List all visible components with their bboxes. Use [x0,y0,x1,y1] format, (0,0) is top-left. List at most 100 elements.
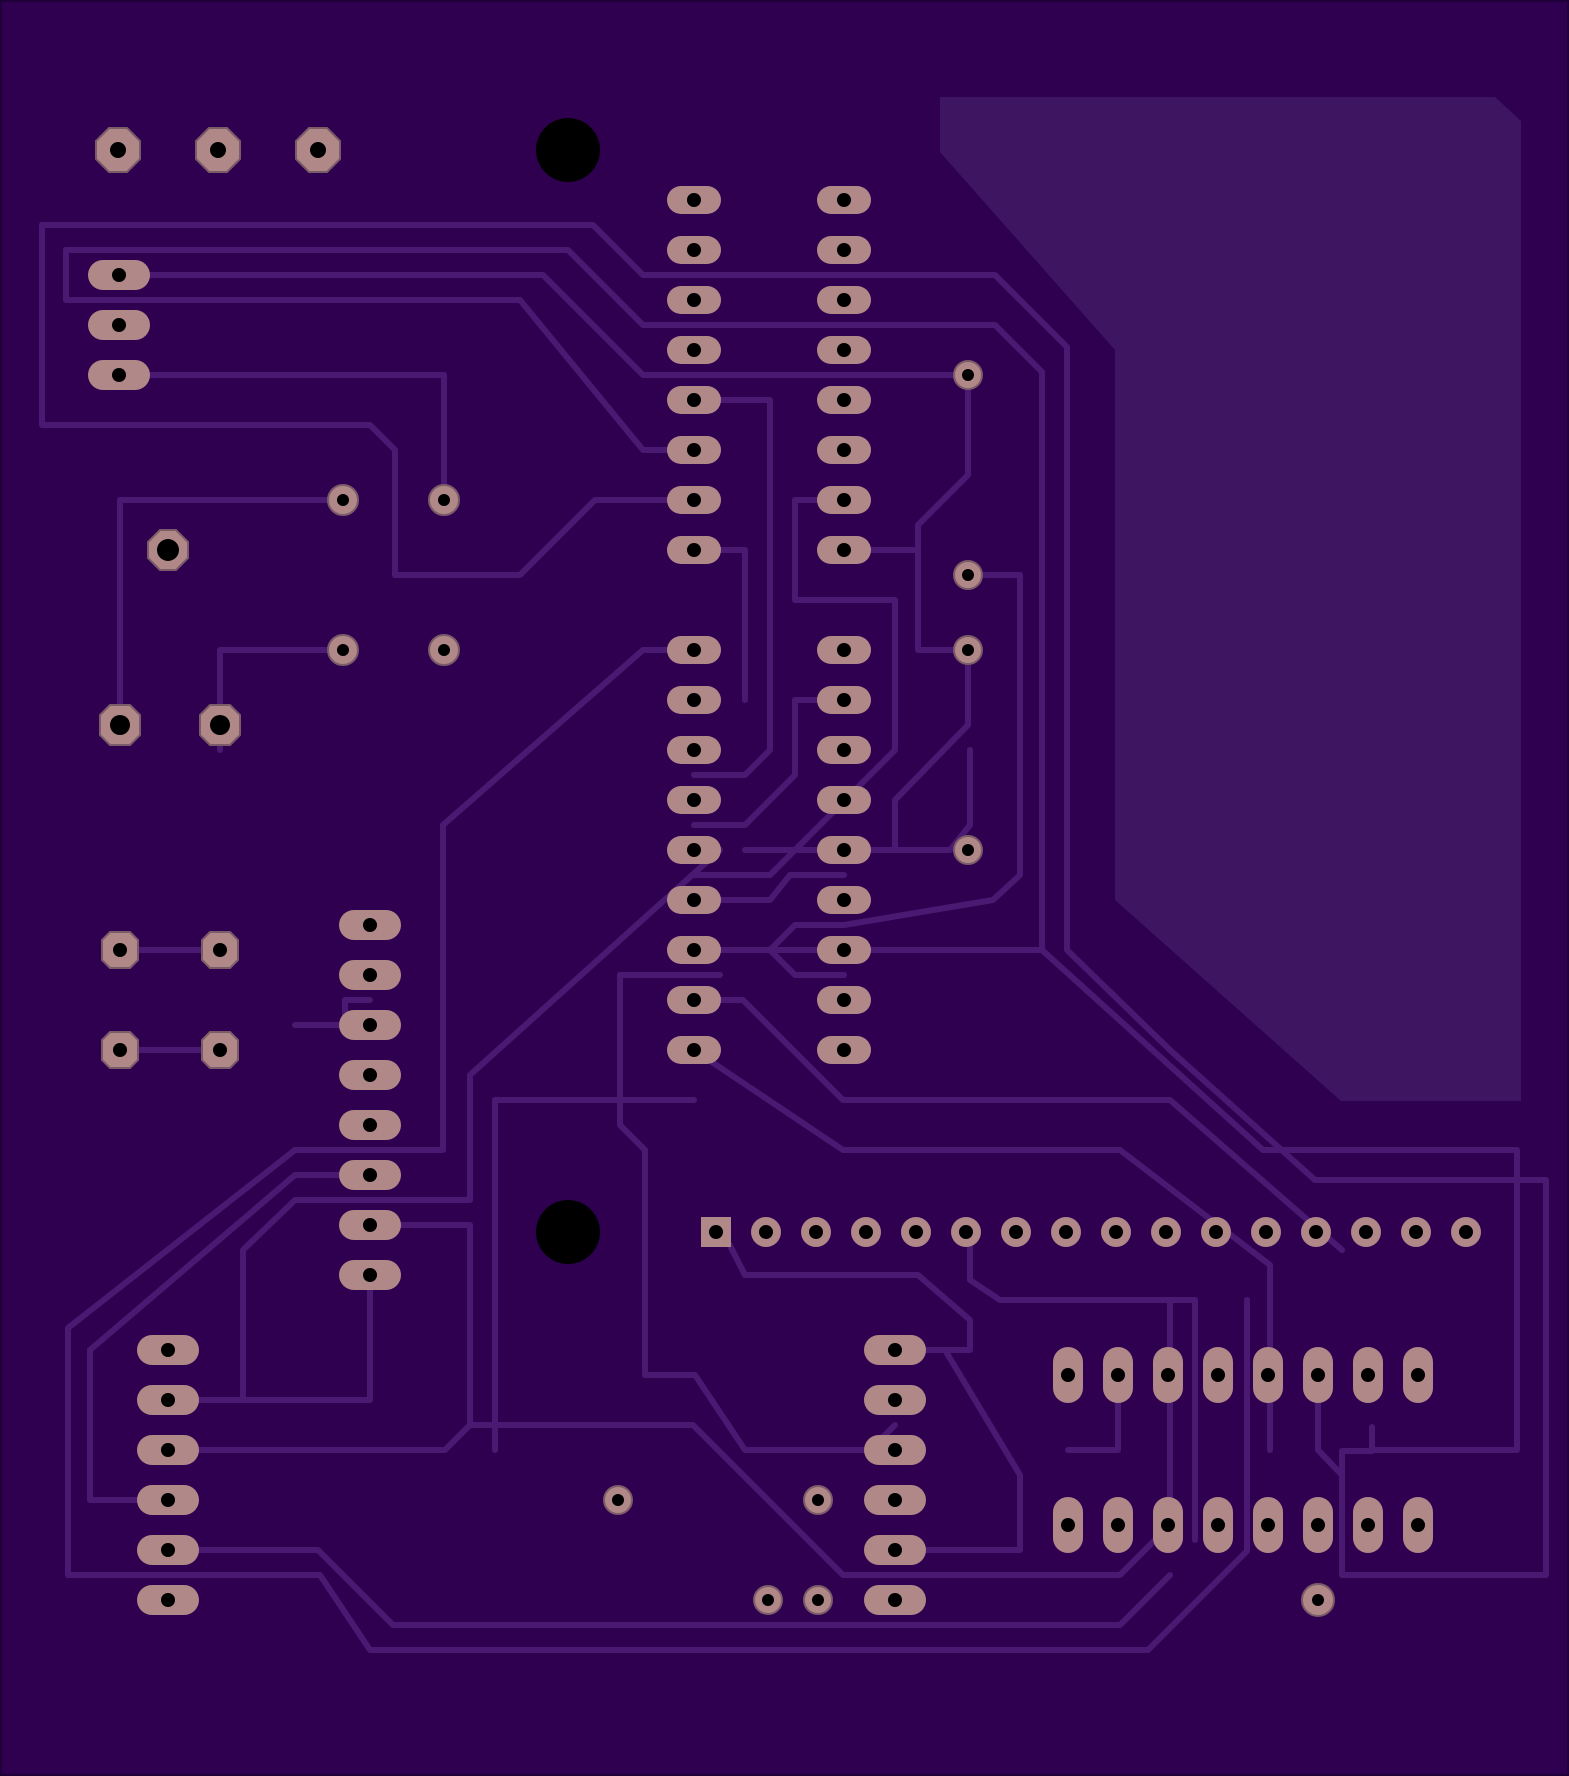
pad [339,1210,401,1240]
pad [1303,1497,1333,1553]
pad [864,1435,926,1465]
pad [817,736,871,764]
connector-3pin-left [88,260,150,390]
pad [1301,1217,1331,1247]
pad [864,1585,926,1615]
pad [339,1260,401,1290]
pad [667,236,721,264]
pin-row-16 [701,1217,1481,1247]
pad [667,1036,721,1064]
pad [1053,1497,1083,1553]
pad [817,186,871,214]
pad [901,1217,931,1247]
pad [851,1217,881,1247]
pad [801,1217,831,1247]
pad [1253,1347,1283,1403]
pad [751,1217,781,1247]
dip-16-package [1053,1347,1433,1553]
pad [1251,1217,1281,1247]
pad [817,986,871,1014]
pad [1053,1347,1083,1403]
mount-hole-bottom [536,1200,600,1264]
pad [1401,1217,1431,1247]
pad [817,236,871,264]
pad [339,1160,401,1190]
pad [864,1485,926,1515]
pad [667,936,721,964]
pad [817,886,871,914]
copper-pour [940,97,1521,1101]
pad [339,1010,401,1040]
ic-header-left-column [667,186,721,1064]
pad [667,336,721,364]
pad [339,1060,401,1090]
pad [1103,1347,1133,1403]
pad [1403,1347,1433,1403]
pad [667,786,721,814]
pad [817,936,871,964]
pad [1151,1217,1181,1247]
pad [1353,1497,1383,1553]
pad [667,986,721,1014]
mount-hole-top [536,118,600,182]
pad [1201,1217,1231,1247]
pad [1101,1217,1131,1247]
pad [1203,1497,1233,1553]
pad [817,1036,871,1064]
pad [1351,1217,1381,1247]
octagon-drills-left [110,539,230,1057]
pad [667,636,721,664]
header-8pin [339,910,401,1290]
pad [817,436,871,464]
pad [667,186,721,214]
pad [951,1217,981,1247]
pad [1203,1347,1233,1403]
pad [701,1217,731,1247]
pad [339,910,401,940]
header-6pin-left [137,1335,199,1615]
pad [667,736,721,764]
pad [667,836,721,864]
pad [667,536,721,564]
pad [339,960,401,990]
pad [864,1335,926,1365]
pad [1403,1497,1433,1553]
pad [137,1485,199,1515]
pad [667,286,721,314]
pad [667,686,721,714]
pad [137,1335,199,1365]
pad [817,336,871,364]
pad [1153,1497,1183,1553]
pad [817,536,871,564]
pad [339,1110,401,1140]
pad [817,486,871,514]
pad [667,386,721,414]
header-6pin-right [864,1335,926,1615]
pad [1051,1217,1081,1247]
pad [817,386,871,414]
pad [1103,1497,1133,1553]
pad [1451,1217,1481,1247]
pad [137,1585,199,1615]
pad [864,1535,926,1565]
pad [667,486,721,514]
ic-header-right-column [817,186,871,1064]
pad [137,1535,199,1565]
pad [1153,1347,1183,1403]
pad [137,1385,199,1415]
pad [817,786,871,814]
pad [667,886,721,914]
pad [137,1435,199,1465]
pad [817,686,871,714]
pad [1353,1347,1383,1403]
pad [667,436,721,464]
pad-drills-top [110,142,326,158]
via-drills [337,369,1324,1606]
pad [817,836,871,864]
pad [1001,1217,1031,1247]
pad [817,636,871,664]
pad [817,286,871,314]
